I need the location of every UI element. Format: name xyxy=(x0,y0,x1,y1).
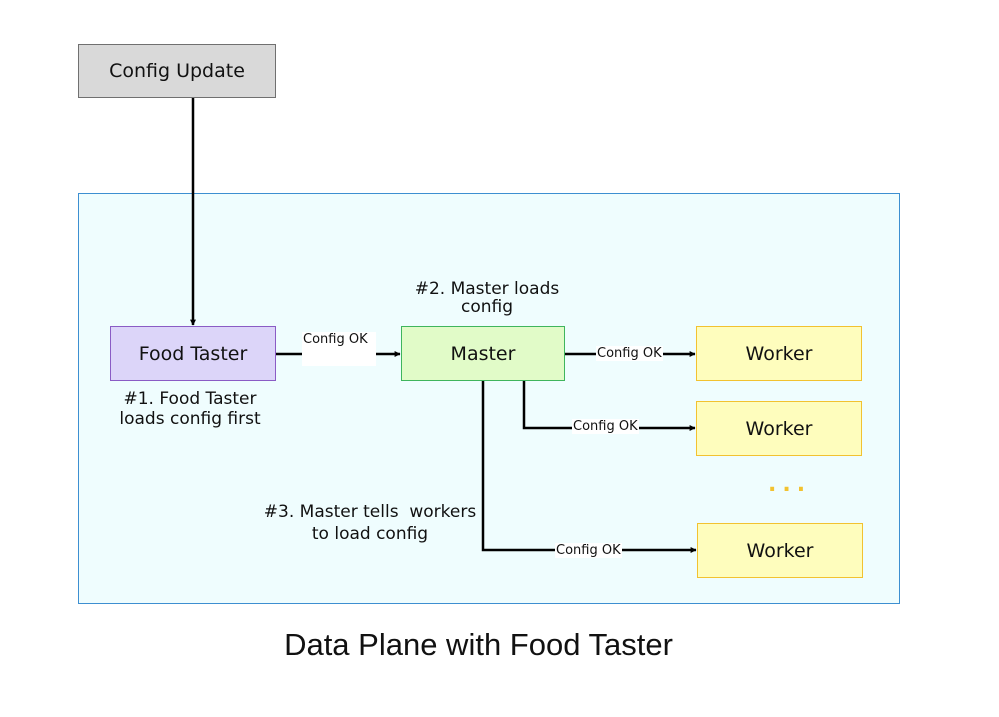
worker-node-3[interactable]: Worker xyxy=(697,523,863,578)
config-update-node[interactable]: Config Update xyxy=(78,44,276,98)
step-1-note: #1. Food Taster loads config first xyxy=(119,389,261,429)
edge-label-master-to-worker-1: Config OK xyxy=(596,346,663,361)
worker-node-2[interactable]: Worker xyxy=(696,401,862,456)
master-node[interactable]: Master xyxy=(401,326,565,381)
edge-label-master-to-worker-2: Config OK xyxy=(572,419,639,434)
more-workers-ellipsis: ... xyxy=(768,472,812,497)
worker-label: Worker xyxy=(746,539,814,562)
worker-node-1[interactable]: Worker xyxy=(696,326,862,381)
edge-label-food-taster-to-master: Config OK xyxy=(302,332,376,366)
edge-label-master-to-worker-3: Config OK xyxy=(555,543,622,558)
food-taster-label: Food Taster xyxy=(138,342,248,365)
step-2-note: #2. Master loads config xyxy=(414,279,560,317)
master-label: Master xyxy=(450,342,516,365)
config-update-label: Config Update xyxy=(109,60,245,82)
worker-label: Worker xyxy=(745,342,813,365)
worker-label: Worker xyxy=(745,417,813,440)
food-taster-node[interactable]: Food Taster xyxy=(110,326,276,381)
step-3-note: #3. Master tells workers to load config xyxy=(263,502,477,544)
diagram-title: Data Plane with Food Taster xyxy=(284,627,673,662)
